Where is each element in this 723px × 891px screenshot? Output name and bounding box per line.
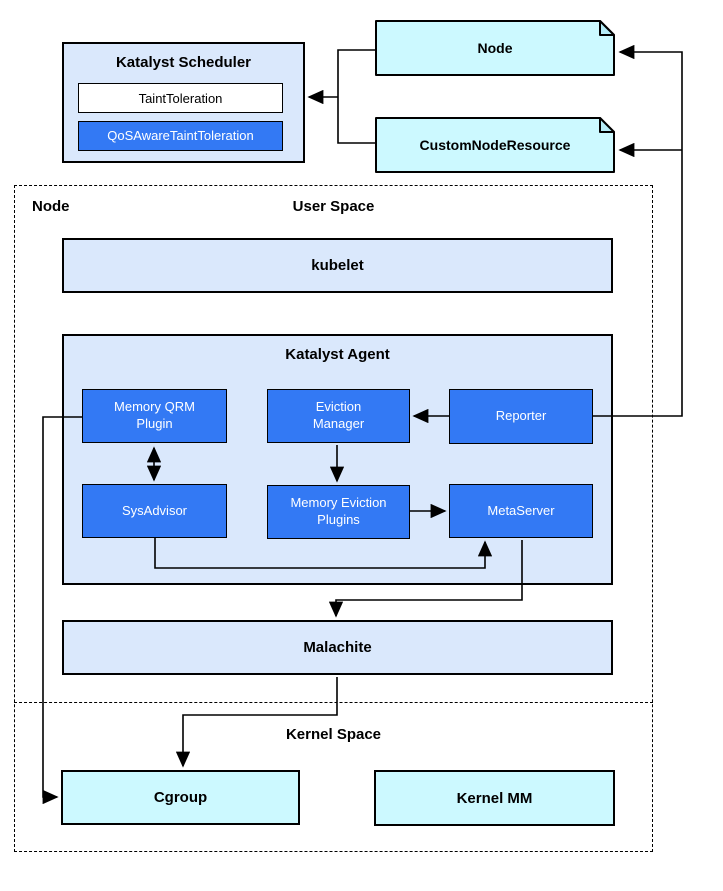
- katalyst-agent-box: Katalyst Agent: [62, 334, 613, 585]
- node-container-label: Node: [32, 198, 70, 215]
- user-space-label: User Space: [292, 198, 375, 215]
- eviction-manager-box: Eviction Manager: [267, 389, 410, 443]
- note-fold-icon: [599, 20, 615, 36]
- edge-crds-junction: [337, 49, 375, 144]
- memory-qrm-plugin-box: Memory QRM Plugin: [82, 389, 227, 443]
- katalyst-agent-title: Katalyst Agent: [285, 346, 390, 363]
- malachite-label: Malachite: [303, 639, 372, 656]
- cgroup-label: Cgroup: [153, 789, 208, 806]
- eviction-manager-label: Eviction Manager: [312, 399, 365, 431]
- sysadvisor-label: SysAdvisor: [121, 502, 188, 518]
- memory-qrm-plugin-label: Memory QRM Plugin: [114, 399, 195, 431]
- kernel-space-divider: [14, 702, 653, 703]
- reporter-label: Reporter: [495, 408, 547, 424]
- metaserver-label: MetaServer: [487, 502, 555, 518]
- metaserver-box: MetaServer: [449, 484, 593, 538]
- taint-toleration-label: TaintToleration: [138, 90, 223, 106]
- kernel-space-label: Kernel Space: [285, 726, 382, 743]
- katalyst-scheduler-title: Katalyst Scheduler: [115, 54, 252, 71]
- node-crd-note: Node: [375, 20, 615, 76]
- sysadvisor-box: SysAdvisor: [82, 484, 227, 538]
- node-container: [14, 185, 653, 852]
- custom-node-resource-label: CustomNodeResource: [419, 137, 571, 153]
- cgroup-box: Cgroup: [61, 770, 300, 825]
- reporter-box: Reporter: [449, 389, 593, 444]
- qos-aware-taint-toleration-box: QoSAwareTaintToleration: [78, 121, 283, 151]
- memory-eviction-plugins-box: Memory Eviction Plugins: [267, 485, 410, 539]
- taint-toleration-box: TaintToleration: [78, 83, 283, 113]
- kubelet-box: kubelet: [62, 238, 613, 293]
- malachite-box: Malachite: [62, 620, 613, 675]
- kernel-mm-box: Kernel MM: [374, 770, 615, 826]
- custom-node-resource-note: CustomNodeResource: [375, 117, 615, 173]
- memory-eviction-plugins-label: Memory Eviction Plugins: [290, 495, 387, 527]
- qos-aware-taint-toleration-label: QoSAwareTaintToleration: [107, 127, 254, 143]
- node-crd-label: Node: [477, 40, 513, 56]
- kernel-mm-label: Kernel MM: [456, 789, 533, 807]
- kubelet-label: kubelet: [311, 257, 364, 274]
